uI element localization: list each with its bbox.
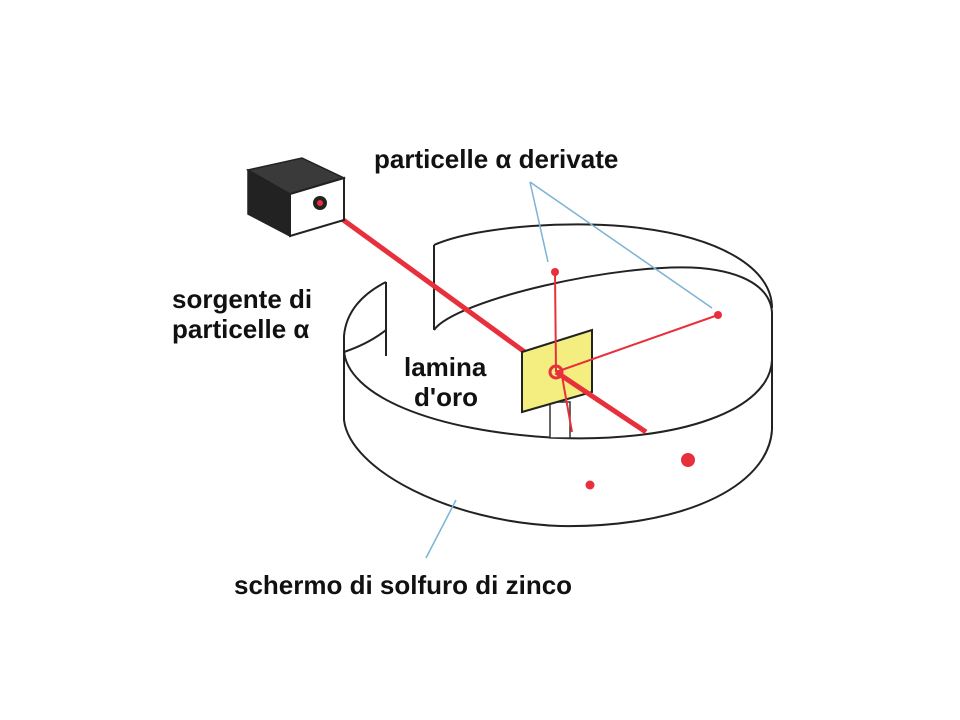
screen-back-wall	[433, 266, 773, 430]
label-deflected-particles: particelle α derivate	[374, 144, 619, 174]
impact-spot	[551, 268, 559, 276]
impact-spot	[681, 453, 695, 467]
impact-spot	[714, 311, 722, 319]
label-source-line2: particelle α	[172, 314, 310, 344]
screen-front-rim-left	[343, 281, 387, 354]
pointer-line	[425, 499, 457, 559]
incoming-beam	[318, 200, 557, 377]
deflected-beam-up	[554, 271, 557, 373]
transmitted-beam	[554, 369, 648, 435]
label-source-line1: sorgente di	[172, 284, 313, 314]
deflected-beam-right	[555, 314, 719, 373]
screen-front-bottom	[343, 352, 773, 528]
screen-back-rim	[433, 223, 773, 309]
impact-spot	[585, 480, 595, 490]
deflected-beam-down	[561, 375, 573, 433]
label-foil-line2: d'oro	[414, 382, 478, 412]
label-screen: schermo di solfuro di zinco	[234, 570, 573, 600]
pointer-line	[529, 181, 549, 263]
label-foil-line1: lamina	[404, 352, 487, 382]
pointer-line	[529, 181, 713, 309]
source-aperture-inner	[317, 200, 323, 206]
